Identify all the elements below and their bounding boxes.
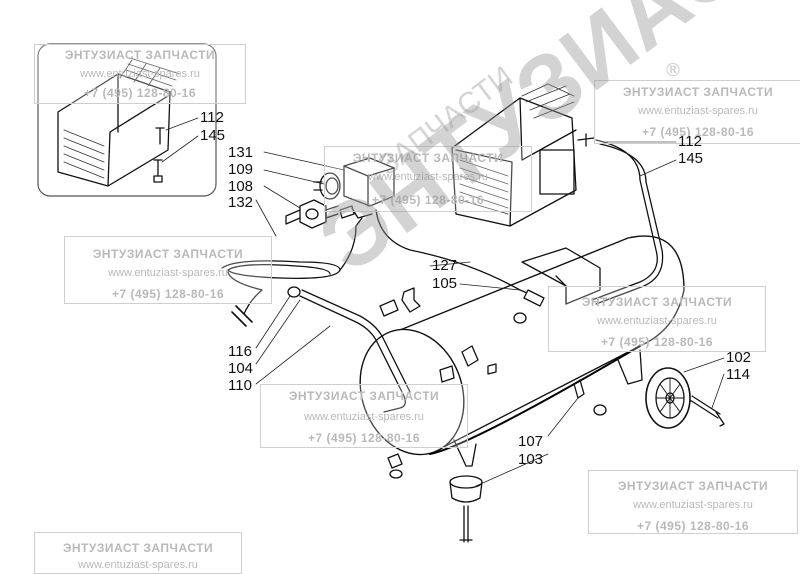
label-112-right: 112 [678, 133, 702, 150]
watermark-title: ЭНТУЗИАСТ ЗАПЧАСТИ [581, 295, 733, 309]
label-103: 103 [518, 451, 544, 468]
pressure-switch [343, 157, 395, 219]
registered-mark: ® [664, 60, 682, 81]
watermark-url: www.entuziast-spares.ru [78, 559, 198, 571]
watermark-url: www.entuziast-spares.ru [108, 267, 228, 279]
watermark-box-6: ЭНТУЗИАСТ ЗАПЧАСТИ www.entuziast-spares.… [260, 384, 468, 448]
label-145-right: 145 [678, 150, 704, 167]
gauge [313, 172, 341, 200]
regulator [285, 199, 355, 229]
label-132: 132 [228, 194, 254, 211]
watermark-phone: +7 (495) 128-80-16 [600, 335, 714, 349]
small-fittings [287, 286, 607, 479]
delivery-pipe [591, 139, 664, 305]
watermark-url: www.entuziast-spares.ru [368, 171, 488, 183]
label-127: 127 [432, 257, 458, 274]
label-116: 116 [228, 343, 252, 360]
rubber-foot [449, 475, 483, 543]
label-105: 105 [432, 275, 458, 292]
watermark-title: ЭНТУЗИАСТ ЗАПЧАСТИ [617, 479, 769, 493]
watermark-phone: +7 (495) 128-80-16 [111, 287, 225, 301]
label-108: 108 [228, 178, 254, 195]
watermark-phone: +7 (495) 128-80-16 [307, 431, 421, 445]
watermark-url: www.entuziast-spares.ru [80, 68, 200, 80]
watermark-box-3: ЭНТУЗИАСТ ЗАПЧАСТИ www.entuziast-spares.… [324, 146, 532, 212]
watermark-url: www.entuziast-spares.ru [638, 105, 758, 117]
wheel [645, 367, 725, 429]
watermark-title: ЭНТУЗИАСТ ЗАПЧАСТИ [62, 541, 214, 555]
watermark-phone: +7 (495) 128-80-16 [641, 125, 755, 139]
watermark-phone: +7 (495) 128-80-16 [371, 193, 485, 207]
watermark-url: www.entuziast-spares.ru [633, 499, 753, 511]
leader-lines [161, 117, 725, 487]
watermark-title: ЭНТУЗИАСТ ЗАПЧАСТИ [64, 48, 216, 62]
label-110: 110 [228, 377, 252, 394]
label-114: 114 [726, 366, 750, 383]
label-104: 104 [228, 360, 254, 377]
watermark-title: ЭНТУЗИАСТ ЗАПЧАСТИ [352, 151, 504, 165]
watermark-box-4: ЭНТУЗИАСТ ЗАПЧАСТИ www.entuziast-spares.… [64, 236, 272, 304]
label-112-inset: 112 [200, 109, 224, 126]
watermark-url: www.entuziast-spares.ru [597, 315, 717, 327]
watermark-title: ЭНТУЗИАСТ ЗАПЧАСТИ [92, 247, 244, 261]
handle-tube [299, 289, 411, 413]
watermark-url: www.entuziast-spares.ru [304, 411, 424, 423]
label-107: 107 [518, 433, 544, 450]
watermark-phone: +7 (495) 128-80-16 [83, 86, 197, 100]
label-131: 131 [228, 144, 254, 161]
watermark-box-2: ЭНТУЗИАСТ ЗАПЧАСТИ www.entuziast-spares.… [594, 80, 800, 144]
label-109: 109 [228, 161, 254, 178]
watermark-box-1: ЭНТУЗИАСТ ЗАПЧАСТИ www.entuziast-spares.… [34, 44, 246, 104]
hose [375, 209, 545, 324]
watermark-phone: +7 (495) 128-80-16 [636, 519, 750, 533]
watermark-title: ЭНТУЗИАСТ ЗАПЧАСТИ [622, 85, 774, 99]
motor-unit [451, 83, 595, 227]
watermark-title: ЭНТУЗИАСТ ЗАПЧАСТИ [288, 389, 440, 403]
tank-feet [453, 349, 643, 467]
watermark-box-7: ЭНТУЗИАСТ ЗАПЧАСТИ www.entuziast-spares.… [588, 470, 798, 534]
label-102: 102 [726, 349, 752, 366]
power-cable [221, 217, 363, 327]
watermark-box-8: ЭНТУЗИАСТ ЗАПЧАСТИ www.entuziast-spares.… [34, 532, 242, 574]
label-145-inset: 145 [200, 127, 226, 144]
watermark-box-5: ЭНТУЗИАСТ ЗАПЧАСТИ www.entuziast-spares.… [548, 286, 766, 352]
